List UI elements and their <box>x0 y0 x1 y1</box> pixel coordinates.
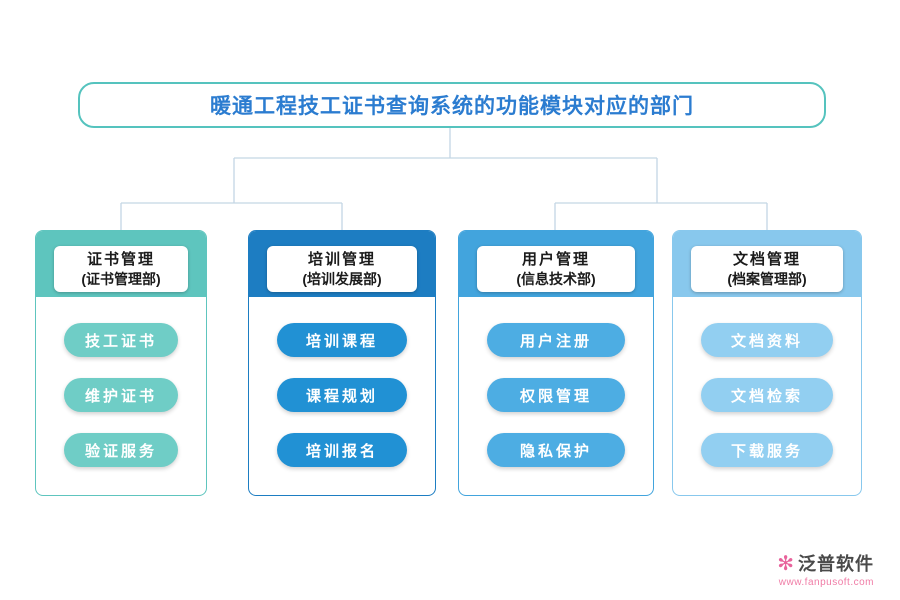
card-header-certificate: 证书管理 (证书管理部) <box>36 231 206 297</box>
card-body: 技工证书 维护证书 验证服务 <box>36 297 206 467</box>
header-label: 证书管理 (证书管理部) <box>54 246 188 292</box>
dept-name: (培训发展部) <box>302 270 382 287</box>
item-node: 培训报名 <box>277 433 407 467</box>
card-header-training: 培训管理 (培训发展部) <box>249 231 435 297</box>
header-label: 文档管理 (档案管理部) <box>691 246 843 292</box>
brand-name: 泛普软件 <box>798 554 874 574</box>
item-node: 课程规划 <box>277 378 407 412</box>
item-node: 隐私保护 <box>487 433 625 467</box>
item-node: 维护证书 <box>64 378 178 412</box>
module-name: 证书管理 <box>86 250 155 268</box>
card-header-document: 文档管理 (档案管理部) <box>673 231 861 297</box>
header-label: 用户管理 (信息技术部) <box>477 246 635 292</box>
item-node: 文档资料 <box>701 323 833 357</box>
item-node: 技工证书 <box>64 323 178 357</box>
item-node: 用户注册 <box>487 323 625 357</box>
brand-footer: ✻ 泛普软件 www.fanpusoft.com <box>777 550 874 589</box>
dept-name: (证书管理部) <box>81 270 161 287</box>
card-body: 文档资料 文档检索 下载服务 <box>673 297 861 467</box>
module-card-certificate: 证书管理 (证书管理部) 技工证书 维护证书 验证服务 <box>35 230 207 496</box>
dept-name: (信息技术部) <box>516 270 596 287</box>
module-card-user: 用户管理 (信息技术部) 用户注册 权限管理 隐私保护 <box>458 230 654 496</box>
item-node: 文档检索 <box>701 378 833 412</box>
fanpu-flower-icon: ✻ <box>777 552 795 575</box>
card-header-user: 用户管理 (信息技术部) <box>459 231 653 297</box>
item-node: 下载服务 <box>701 433 833 467</box>
module-card-document: 文档管理 (档案管理部) 文档资料 文档检索 下载服务 <box>672 230 862 496</box>
item-node: 培训课程 <box>277 323 407 357</box>
module-name: 文档管理 <box>732 250 801 268</box>
card-body: 培训课程 课程规划 培训报名 <box>249 297 435 467</box>
diagram-title: 暖通工程技工证书查询系统的功能模块对应的部门 <box>78 82 826 128</box>
module-card-training: 培训管理 (培训发展部) 培训课程 课程规划 培训报名 <box>248 230 436 496</box>
module-name: 用户管理 <box>521 250 590 268</box>
item-node: 权限管理 <box>487 378 625 412</box>
item-node: 验证服务 <box>64 433 178 467</box>
module-name: 培训管理 <box>307 250 376 268</box>
dept-name: (档案管理部) <box>727 270 807 287</box>
diagram-title-text: 暖通工程技工证书查询系统的功能模块对应的部门 <box>210 95 694 118</box>
card-body: 用户注册 权限管理 隐私保护 <box>459 297 653 467</box>
brand-line: ✻ 泛普软件 <box>777 550 874 576</box>
brand-url: www.fanpusoft.com <box>778 577 874 588</box>
header-label: 培训管理 (培训发展部) <box>267 246 417 292</box>
